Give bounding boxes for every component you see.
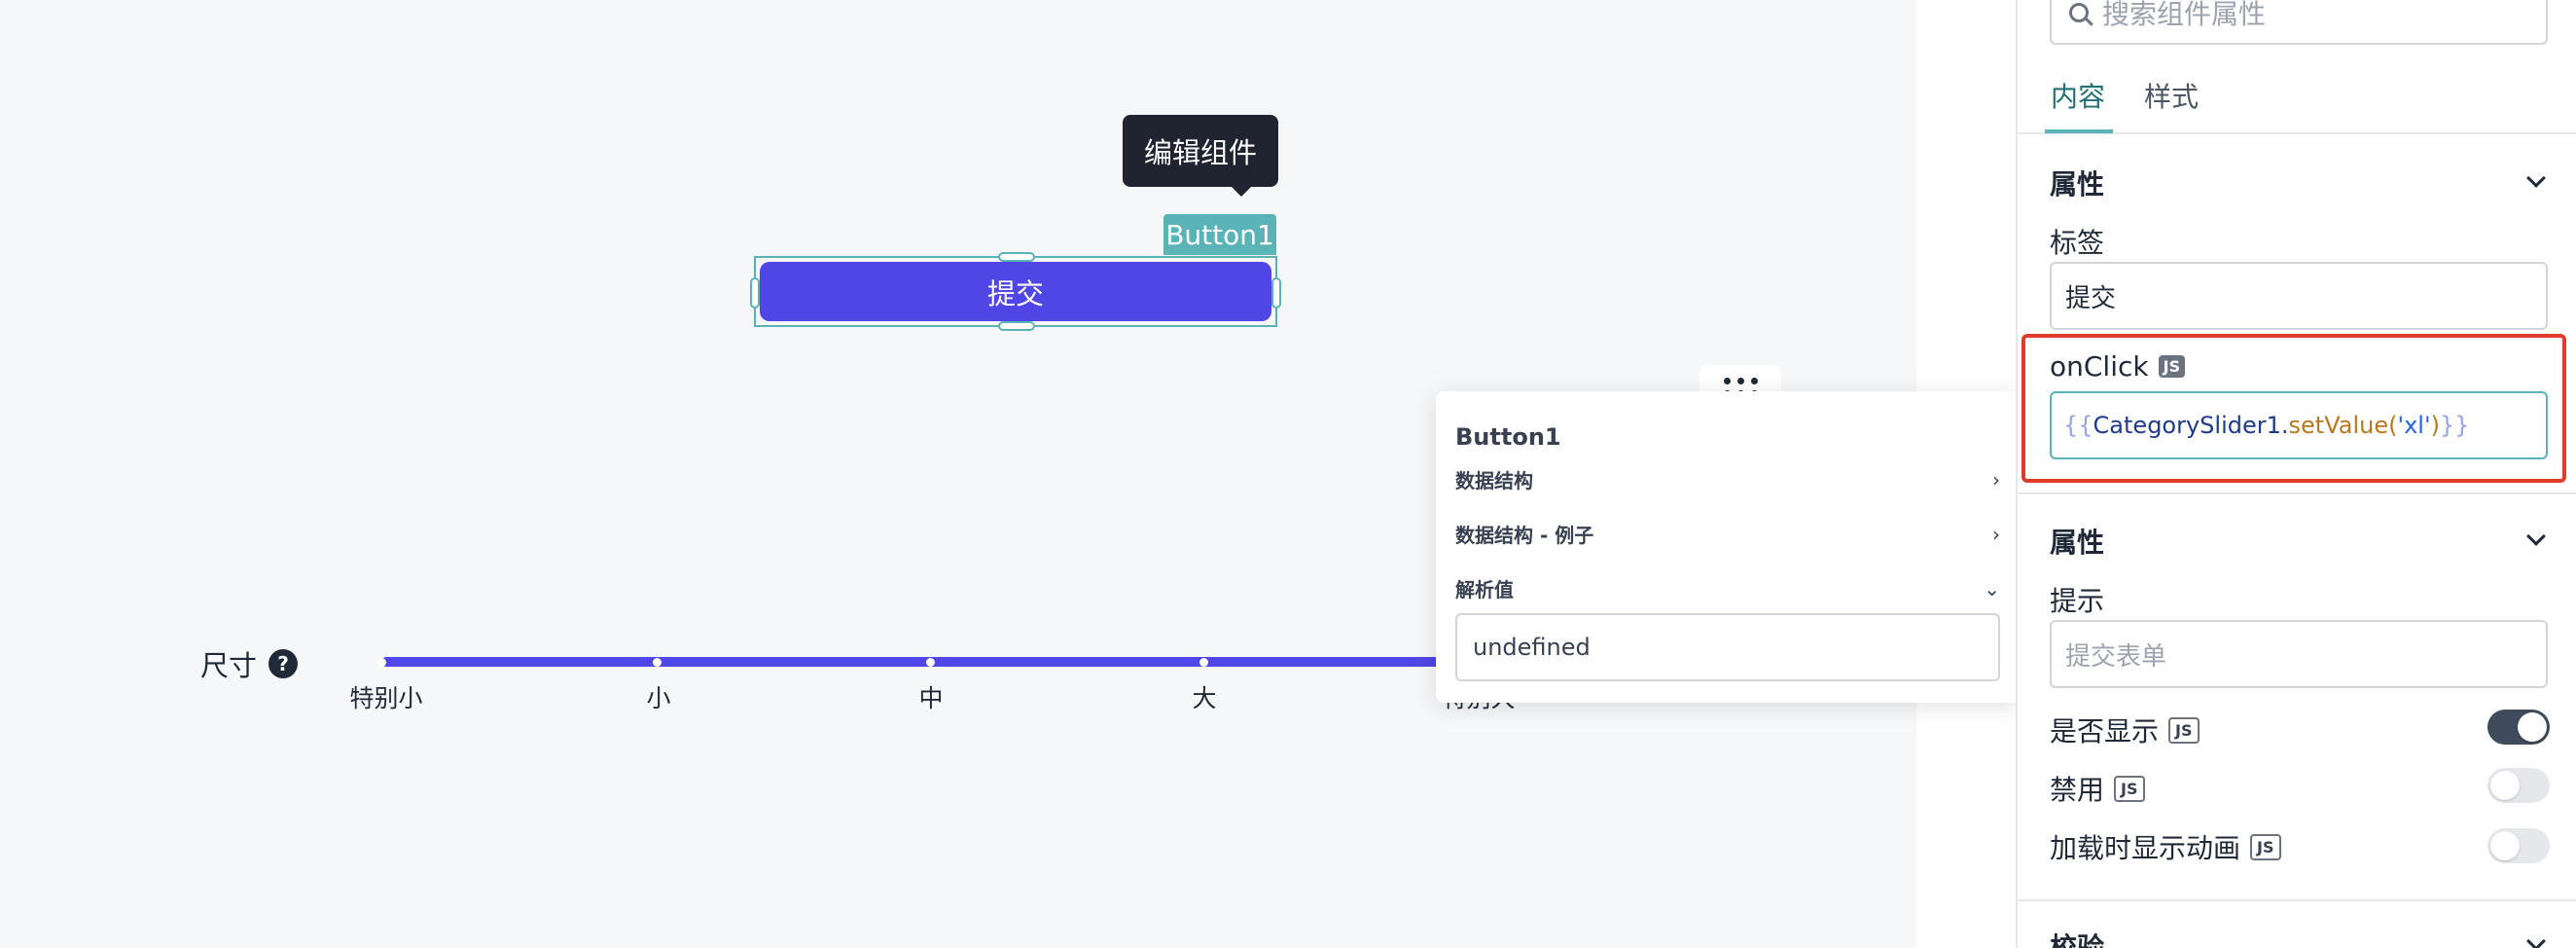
disabled-toggle[interactable]: [2487, 768, 2550, 803]
chevron-right-icon: ›: [1992, 522, 2000, 546]
popup-row-evaluated-value[interactable]: 解析值 ⌄: [1455, 574, 2000, 602]
label-input[interactable]: 提交: [2050, 262, 2548, 330]
active-tab-indicator: [2045, 129, 2113, 133]
js-toggle-icon[interactable]: JS: [2158, 355, 2186, 378]
section-divider: [2018, 492, 2576, 494]
size-label-text: 尺寸: [200, 649, 258, 682]
chevron-down-icon: ⌄: [1984, 576, 2000, 601]
js-toggle-icon[interactable]: JS: [2168, 716, 2200, 744]
popup-row-example[interactable]: 数据结构 - 例子 ›: [1455, 520, 2000, 548]
slider-tick[interactable]: [1199, 658, 1208, 667]
slider-tick[interactable]: [653, 658, 662, 667]
popup-row-data-structure[interactable]: 数据结构 ›: [1455, 465, 2000, 493]
search-placeholder: 搜索组件属性: [2102, 0, 2267, 30]
label-field-label: 标签: [2050, 227, 2105, 259]
popup-title: Button1: [1455, 423, 1561, 451]
popup-row-label: 数据结构: [1455, 469, 1533, 492]
resize-handle-left[interactable]: [750, 277, 760, 309]
section-title-validation[interactable]: 校验: [2050, 931, 2105, 948]
chevron-down-icon[interactable]: [2526, 527, 2546, 546]
popup-row-label: 解析值: [1455, 578, 1514, 602]
panel-tabs: 内容 样式: [2018, 68, 2576, 134]
tab-style[interactable]: 样式: [2144, 81, 2200, 113]
onclick-highlight: [2021, 334, 2566, 483]
edit-component-tooltip: 编辑组件: [1123, 115, 1278, 197]
resize-handle-top[interactable]: [998, 252, 1035, 262]
visible-toggle[interactable]: [2487, 710, 2550, 745]
section-title-properties[interactable]: 属性: [2050, 168, 2105, 201]
search-icon: [2069, 3, 2089, 22]
slider-tick-label: 大: [1192, 684, 1217, 712]
tooltip-field-label: 提示: [2050, 585, 2105, 617]
category-slider-track[interactable]: [381, 657, 1442, 667]
tooltip-input[interactable]: 提交表单: [2050, 620, 2548, 688]
popup-row-label: 数据结构 - 例子: [1455, 524, 1594, 547]
property-search-input[interactable]: 搜索组件属性: [2050, 0, 2548, 45]
visible-label: 是否显示 JS: [2050, 711, 2200, 749]
tab-content[interactable]: 内容: [2051, 81, 2106, 113]
loading-animation-toggle[interactable]: [2487, 828, 2550, 863]
inspector-popup: Button1 数据结构 › 数据结构 - 例子 › 解析值 ⌄ undefin…: [1436, 391, 2020, 703]
slider-tick-label: 中: [918, 684, 944, 712]
property-panel: 搜索组件属性 内容 样式 属性 标签 提交 onClick JS {{Categ…: [2016, 0, 2576, 948]
slider-tick[interactable]: [377, 658, 386, 667]
disabled-label: 禁用 JS: [2050, 769, 2145, 808]
section-title-properties-2[interactable]: 属性: [2050, 527, 2105, 559]
component-name-tag[interactable]: Button1: [1163, 214, 1276, 255]
slider-tick[interactable]: [926, 658, 935, 667]
slider-tick-label: 小: [646, 684, 671, 712]
onclick-label: onClick JS: [2050, 350, 2186, 383]
chevron-down-icon[interactable]: [2526, 168, 2546, 188]
resize-handle-bottom[interactable]: [998, 321, 1035, 331]
chevron-down-icon[interactable]: [2526, 931, 2546, 948]
chevron-right-icon: ›: [1992, 467, 2000, 492]
help-icon[interactable]: ?: [268, 649, 299, 678]
evaluated-value-box: undefined: [1455, 613, 2000, 681]
slider-tick-label: 特别小: [349, 684, 423, 712]
resize-handle-right[interactable]: [1271, 277, 1281, 309]
submit-button[interactable]: 提交: [760, 262, 1271, 321]
js-toggle-icon[interactable]: JS: [2114, 775, 2145, 802]
selection-frame: [750, 252, 1281, 331]
loading-animation-label: 加载时显示动画 JS: [2050, 827, 2281, 866]
js-toggle-icon[interactable]: JS: [2250, 833, 2281, 860]
section-divider: [2018, 899, 2576, 901]
size-slider-label: 尺寸 ?: [200, 643, 299, 684]
onclick-code-input[interactable]: {{CategorySlider1.setValue('xl')}}: [2050, 391, 2548, 459]
